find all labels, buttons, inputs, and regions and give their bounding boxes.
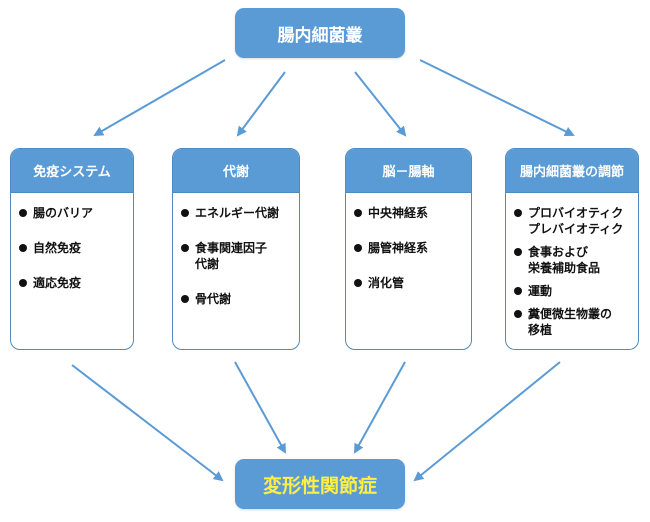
arrow-top-to-regulation: [419, 59, 575, 136]
arrow-regulation-to-bottom: [413, 361, 561, 482]
card-immune-system: 免疫システム 腸のバリア 自然免疫 適応免疫: [10, 148, 134, 350]
card-header: 免疫システム: [11, 149, 133, 193]
list-item: 食事および栄養補助食品: [514, 244, 632, 276]
list-item: 骨代謝: [181, 291, 293, 307]
card-header: 腸内細菌叢の調節: [506, 149, 638, 193]
card-header: 代謝: [173, 149, 299, 193]
card-brain-gut-axis: 脳－腸軸 中央神経系 腸管神経系 消化管: [345, 148, 472, 350]
list-item: 消化管: [354, 275, 465, 291]
card-metabolism: 代謝 エネルギー代謝 食事関連因子代謝 骨代謝: [172, 148, 300, 350]
osteoarthritis-label: 変形性関節症: [262, 474, 377, 497]
list-item: 腸管神経系: [354, 240, 465, 256]
gut-microbiota-node: 腸内細菌叢: [235, 8, 405, 58]
card-header: 脳－腸軸: [346, 149, 471, 193]
list-item: 中央神経系: [354, 205, 465, 221]
arrow-immune-to-bottom: [71, 364, 224, 482]
arrow-top-to-immune: [93, 59, 226, 136]
list-item: 腸のバリア: [19, 205, 127, 221]
card-microbiota-regulation: 腸内細菌叢の調節 プロバイオティクプレバイオティク 食事および栄養補助食品 運動…: [505, 148, 639, 350]
list-item: 食事関連因子代謝: [181, 240, 293, 272]
list-item: 運動: [514, 283, 632, 299]
list-item: 自然免疫: [19, 240, 127, 256]
osteoarthritis-node: 変形性関節症: [235, 459, 405, 509]
list-item: 適応免疫: [19, 275, 127, 291]
arrow-top-to-metabolism: [236, 71, 286, 137]
arrow-brain-gut-to-bottom: [354, 361, 406, 454]
gut-microbiota-label: 腸内細菌叢: [277, 25, 363, 46]
list-item: プロバイオティクプレバイオティク: [514, 205, 632, 237]
list-item: 糞便微生物叢の移植: [514, 306, 632, 338]
list-item: エネルギー代謝: [181, 205, 293, 221]
arrow-metabolism-to-bottom: [234, 361, 286, 454]
arrow-top-to-brain-gut: [354, 71, 407, 137]
